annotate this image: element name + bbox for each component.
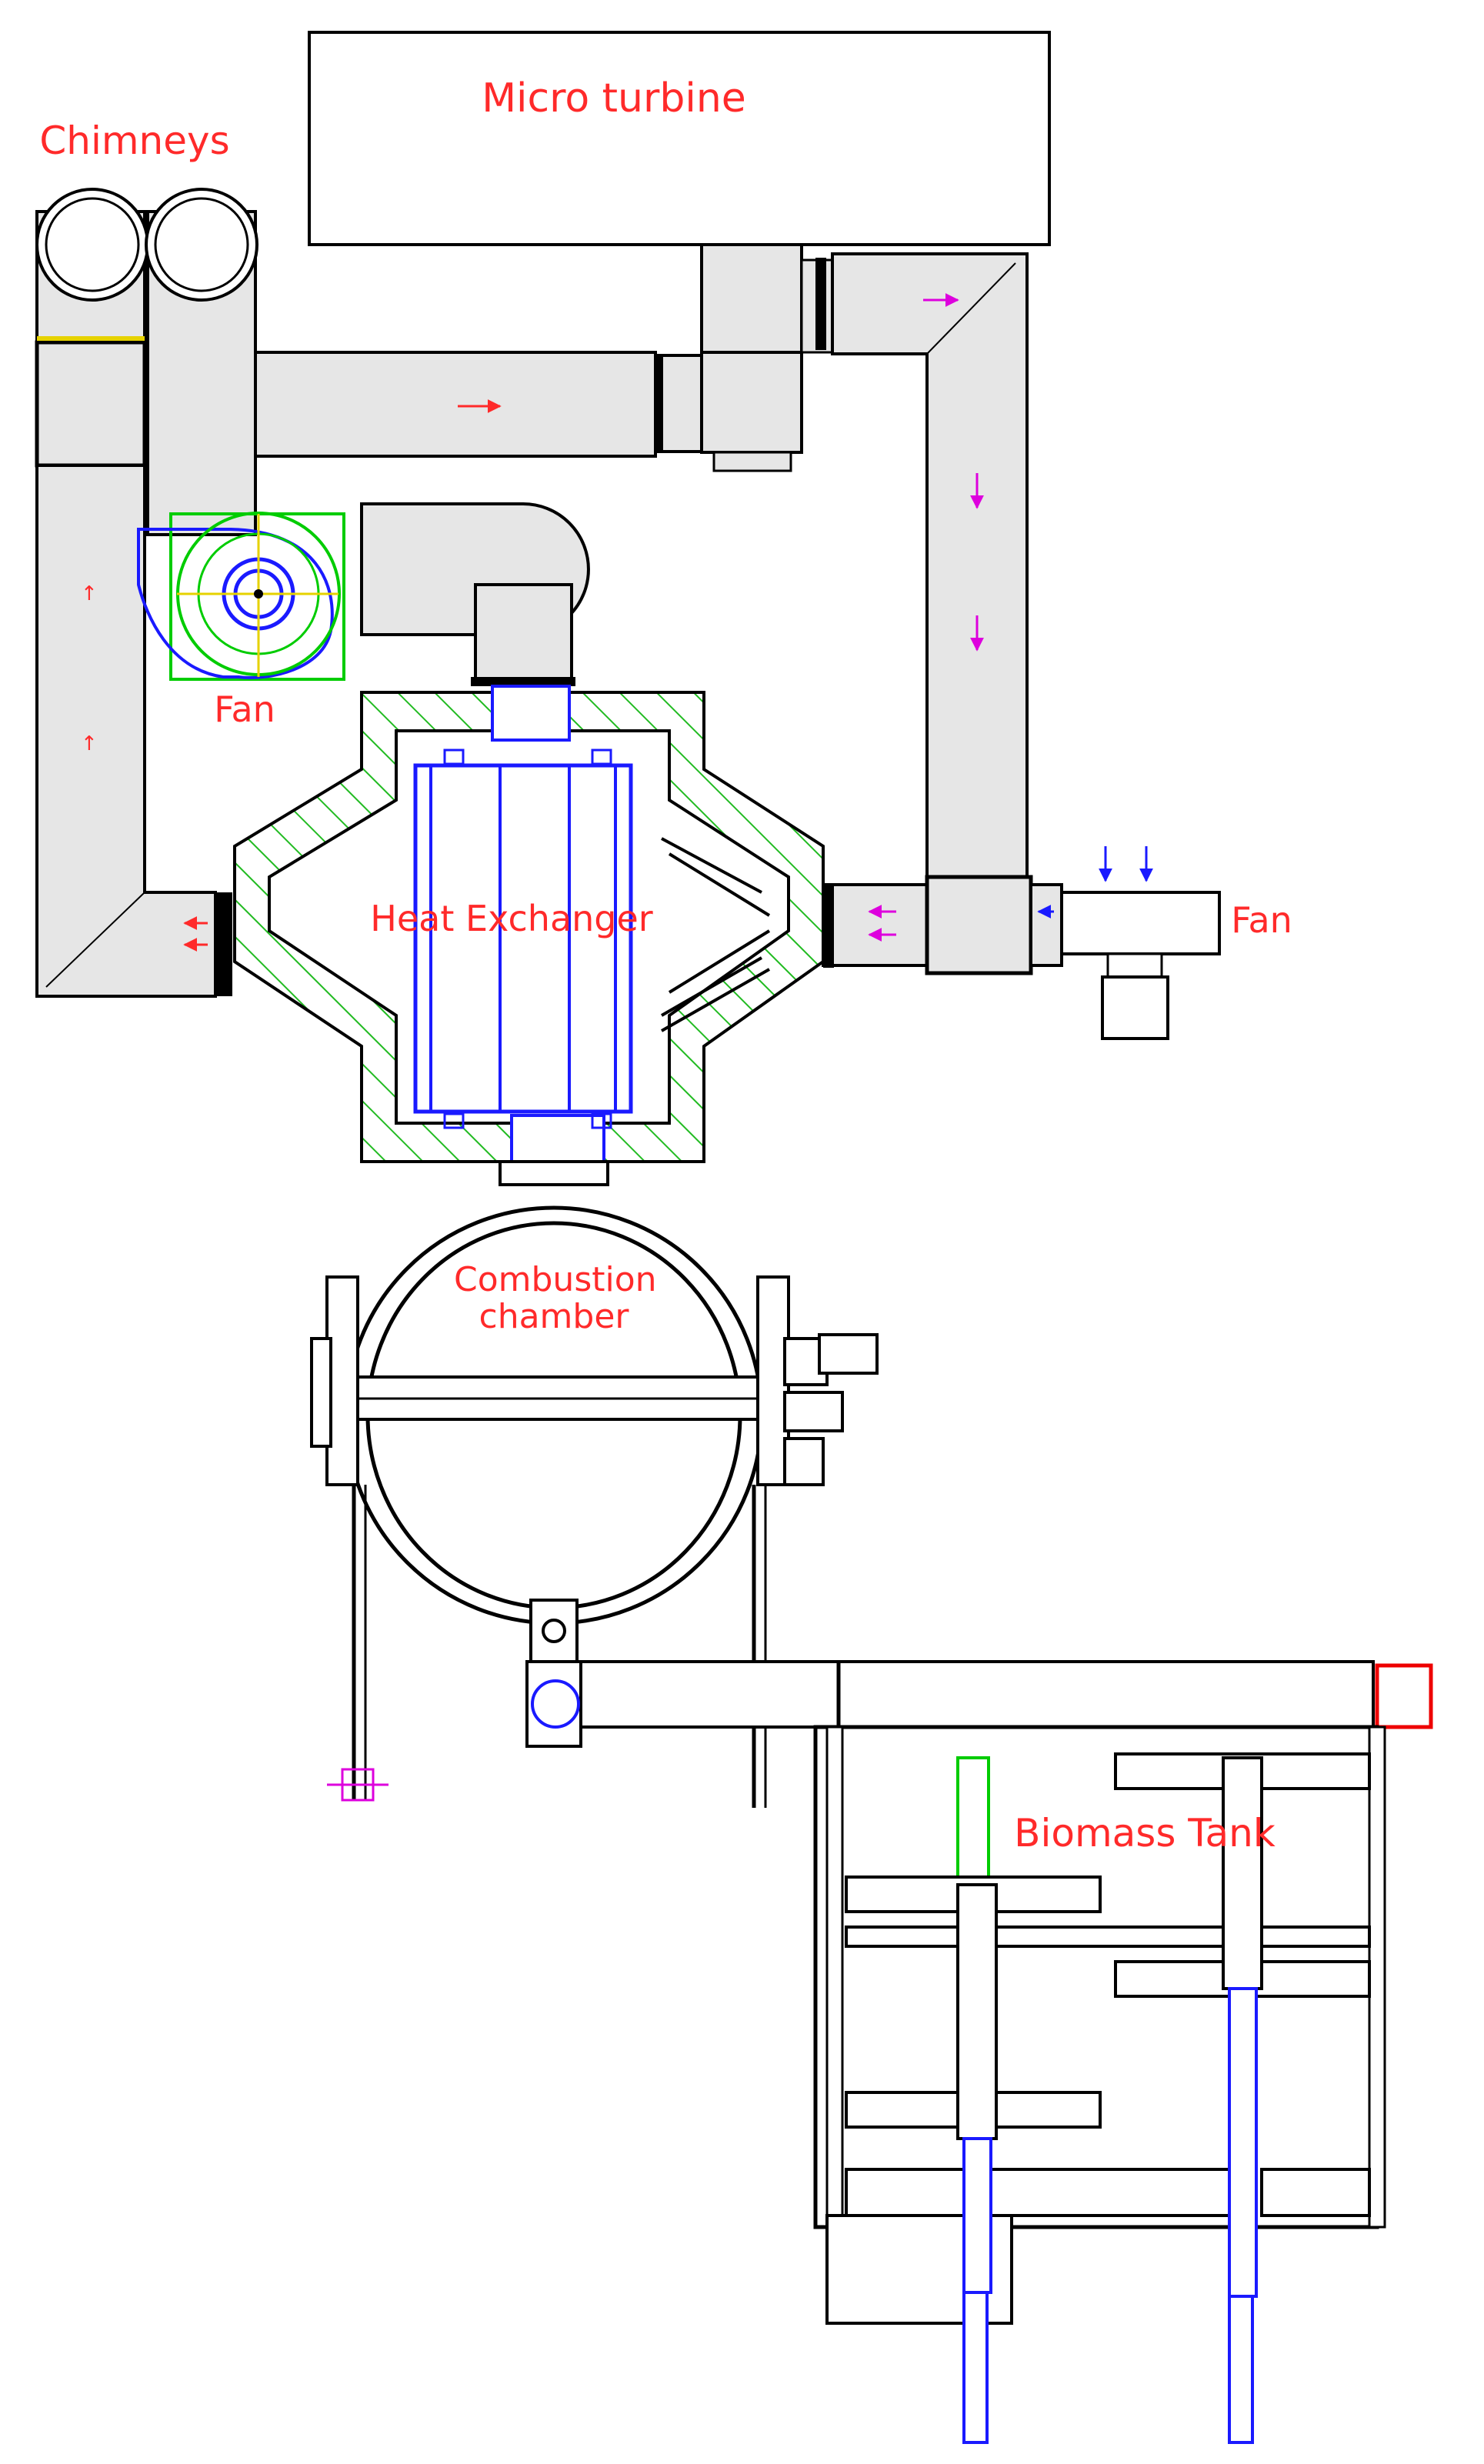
heat-exchanger-tube-bundle [413,749,633,1129]
combustion-chamber-label: Combustion chamber [454,1260,657,1337]
right-fan [1037,846,1221,1040]
heat-exchanger-label: Heat Exchanger [370,898,653,939]
heat-exchanger-housing [233,685,825,1175]
micro-turbine-box [308,31,1051,246]
svg-text:↑: ↑ [81,582,98,605]
right-fan-label: Fan [1231,899,1292,941]
turbine-exhaust-duct [254,351,703,458]
right-inlet-assembly [822,875,1063,975]
fan-outlet-elbow-duct [360,502,590,686]
left-fan-label: Fan [214,689,275,730]
left-fan [137,512,345,681]
combustion-chamber [310,1160,879,1808]
biomass-tank-label: Biomass Tank [1014,1811,1276,1856]
chimneys-label: Chimneys [39,118,229,163]
left-return-duct: ↑ ↑ [35,464,232,998]
chimney-2 [145,188,258,536]
svg-text:↑: ↑ [81,732,98,755]
right-supply-duct [815,252,1029,879]
turbine-outlet-block [700,243,834,472]
micro-turbine-label: Micro turbine [482,75,746,122]
biomass-tank [813,1725,1386,2444]
screw-feeder [525,1660,1433,1748]
